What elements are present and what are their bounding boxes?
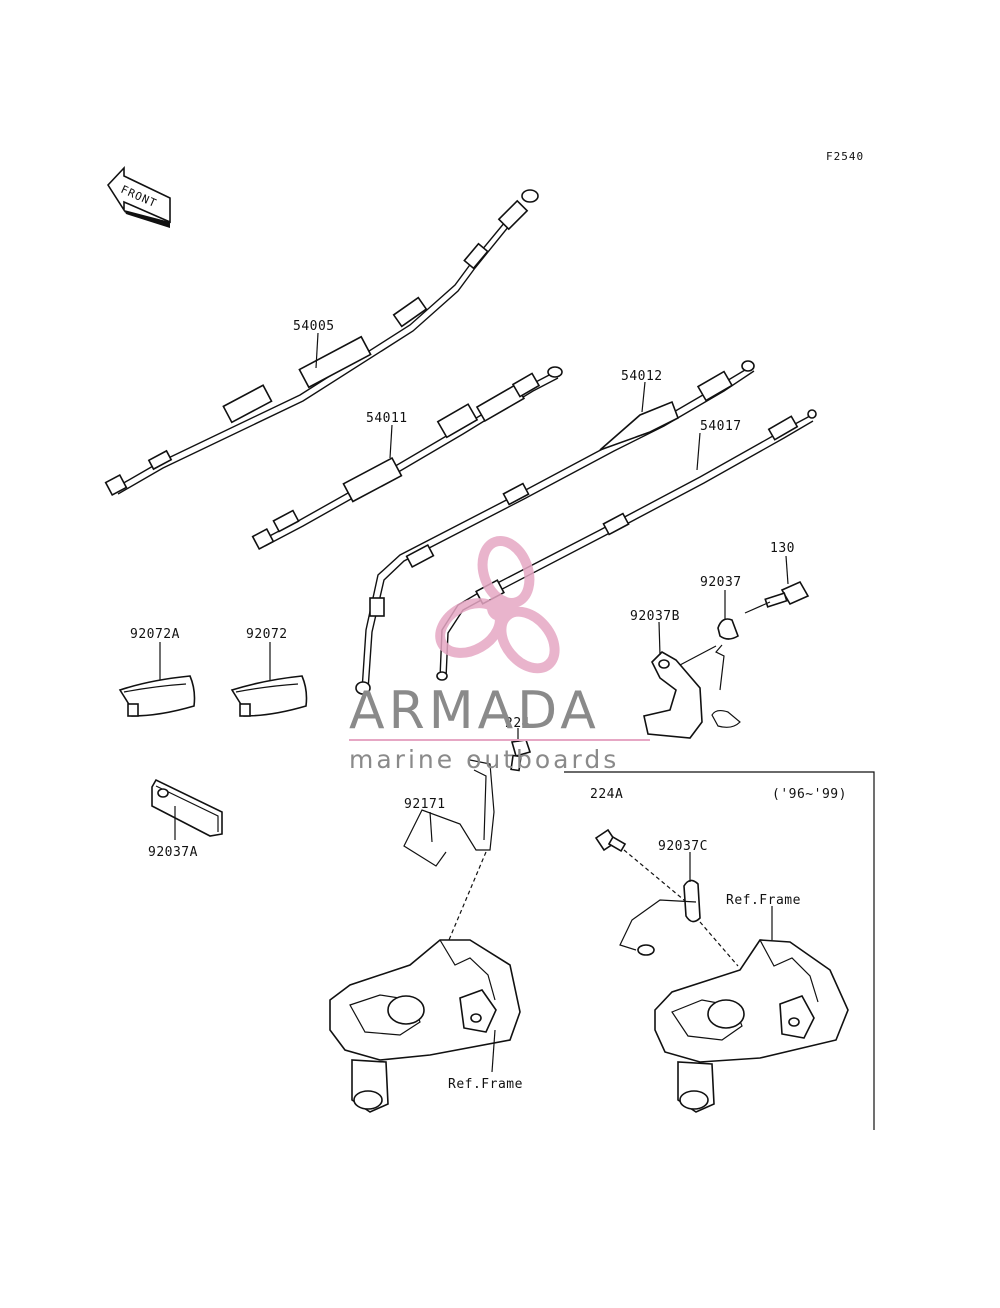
label-54011: 54011 bbox=[366, 411, 408, 426]
watermark-tagline: marine outboards bbox=[349, 745, 619, 774]
clamp-92037C bbox=[619, 879, 701, 956]
pad-92037A bbox=[151, 778, 223, 837]
bolt-130 bbox=[764, 580, 810, 608]
label-130: 130 bbox=[770, 541, 795, 556]
label-224: 224 bbox=[505, 716, 530, 731]
label-92072: 92072 bbox=[246, 627, 288, 642]
figure-code: F2540 bbox=[826, 150, 864, 163]
cable-54012 bbox=[355, 360, 755, 695]
label-92037B: 92037B bbox=[630, 609, 680, 624]
armada-logo bbox=[435, 536, 560, 674]
ref-frame-left: Ref.Frame bbox=[448, 1077, 523, 1092]
clip-92037 bbox=[711, 618, 741, 728]
variant-box bbox=[564, 771, 875, 1130]
label-54012: 54012 bbox=[621, 369, 663, 384]
frame-right bbox=[654, 939, 849, 1113]
label-54017: 54017 bbox=[700, 419, 742, 434]
label-224A: 224A bbox=[590, 787, 623, 802]
label-92037: 92037 bbox=[700, 575, 742, 590]
band-92072 bbox=[230, 675, 308, 717]
label-92037A: 92037A bbox=[148, 845, 198, 860]
front-arrow-icon: FRONT bbox=[106, 165, 171, 228]
watermark-brand: ARMADA bbox=[349, 681, 600, 741]
label-92037C: 92037C bbox=[658, 839, 708, 854]
cable-54005 bbox=[104, 189, 539, 497]
variant-note: ('96~'99) bbox=[772, 787, 847, 802]
cable-54011 bbox=[251, 366, 563, 551]
band-92072A bbox=[118, 675, 196, 717]
wire-92171 bbox=[403, 759, 495, 867]
ref-frame-right: Ref.Frame bbox=[726, 893, 801, 908]
label-54005: 54005 bbox=[293, 319, 335, 334]
label-92072A: 92072A bbox=[130, 627, 180, 642]
bracket-92037B bbox=[643, 645, 717, 739]
propeller-icon bbox=[435, 536, 560, 674]
frame-left bbox=[329, 939, 521, 1113]
bolt-224A bbox=[594, 828, 627, 853]
label-92171: 92171 bbox=[404, 797, 446, 812]
